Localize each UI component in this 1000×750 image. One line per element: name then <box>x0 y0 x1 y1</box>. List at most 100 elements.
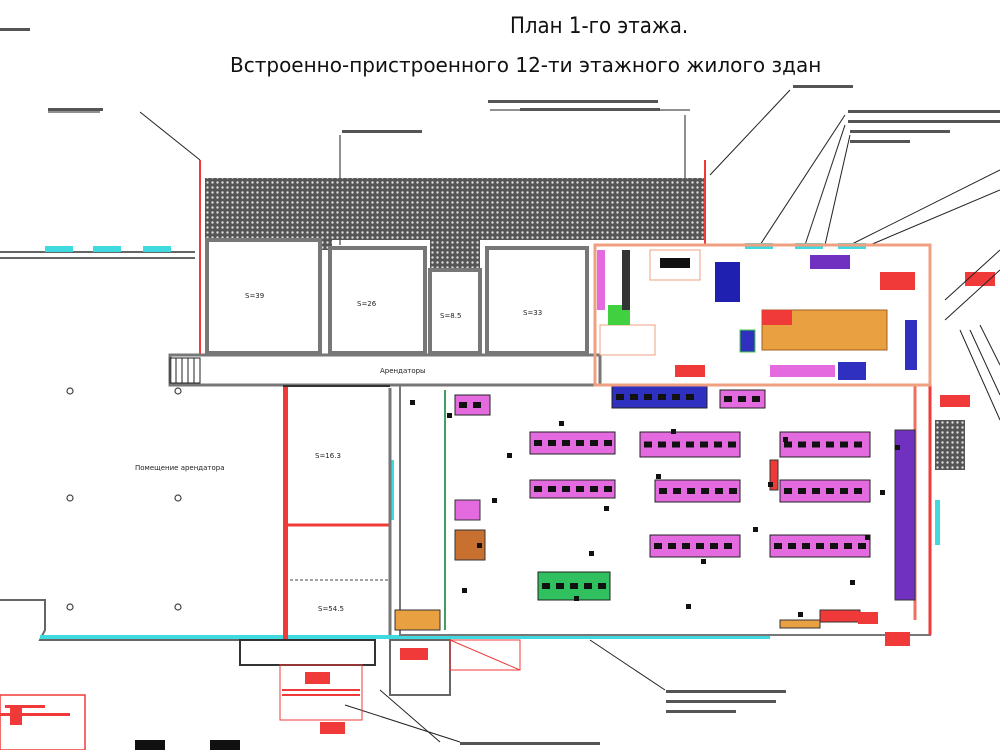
chair <box>812 441 820 448</box>
furniture-item <box>394 609 441 631</box>
corridor-label: Арендаторы <box>380 367 426 375</box>
plan-title: План 1-го этажа. <box>510 14 688 39</box>
entrance-annexes <box>135 612 910 750</box>
desk-group <box>649 534 741 558</box>
tenant-area-label: Помещение арендатора <box>135 464 225 472</box>
chair <box>802 543 810 549</box>
stairs-small <box>169 357 201 384</box>
chair <box>658 394 666 400</box>
chair <box>840 441 848 448</box>
chair <box>686 441 694 448</box>
chair <box>459 402 467 408</box>
chair <box>798 488 806 494</box>
fixture <box>462 588 467 593</box>
room-label: S=16.3 <box>315 452 341 460</box>
red-rooms <box>283 385 392 640</box>
fixture <box>686 604 691 609</box>
top-rooms <box>205 238 589 355</box>
annotation-leaders <box>48 89 1000 743</box>
desk-group <box>529 479 616 499</box>
plan-subtitle: Встроенно-пристроенного 12-ти этажного ж… <box>230 53 821 77</box>
room-label: S=33 <box>523 309 542 317</box>
chair <box>590 486 598 492</box>
chair <box>672 441 680 448</box>
room-label: S=8.5 <box>440 312 461 320</box>
chair <box>654 543 662 549</box>
chair <box>668 543 676 549</box>
fixture <box>492 498 497 503</box>
hatched-wall <box>205 178 705 240</box>
hatched-block <box>430 240 480 270</box>
chair <box>658 441 666 448</box>
fixture <box>753 527 758 532</box>
chair <box>644 394 652 400</box>
chair <box>816 543 824 549</box>
chair <box>687 488 695 494</box>
furniture <box>394 400 916 631</box>
chair <box>854 441 862 448</box>
chair <box>548 440 556 446</box>
desk-groups <box>454 385 871 601</box>
chair <box>798 441 806 448</box>
chair <box>788 543 796 549</box>
chair <box>576 440 584 446</box>
chair <box>598 583 606 589</box>
chair <box>812 488 820 494</box>
chair <box>576 486 584 492</box>
fixture <box>477 543 482 548</box>
chair <box>701 488 709 494</box>
fixture <box>507 453 512 458</box>
fixture <box>895 445 900 450</box>
chair <box>826 441 834 448</box>
chair <box>673 488 681 494</box>
fixture <box>574 596 579 601</box>
chair <box>715 488 723 494</box>
chair <box>672 394 680 400</box>
columns <box>66 387 182 611</box>
chair <box>696 543 704 549</box>
room-label: S=39 <box>245 292 264 300</box>
chair <box>616 394 624 400</box>
fixture <box>865 535 870 540</box>
chair <box>584 583 592 589</box>
chair <box>682 543 690 549</box>
fixture <box>589 551 594 556</box>
fixture <box>783 437 788 442</box>
room-label: S=26 <box>357 300 377 308</box>
chair <box>714 441 722 448</box>
fixture <box>768 482 773 487</box>
chair <box>710 543 718 549</box>
chair <box>534 486 542 492</box>
fixture <box>656 474 661 479</box>
chair <box>826 488 834 494</box>
chair <box>830 543 838 549</box>
furniture-item <box>894 429 916 601</box>
furniture-item <box>779 619 821 629</box>
chair <box>784 441 792 448</box>
staircase <box>935 249 1000 545</box>
chair <box>858 543 866 549</box>
chair <box>473 402 481 408</box>
desk-group <box>529 431 616 455</box>
fixture <box>559 421 564 426</box>
fixture <box>701 559 706 564</box>
chair <box>562 486 570 492</box>
chair <box>728 441 736 448</box>
desk-group <box>779 479 871 503</box>
chair <box>724 396 732 402</box>
fixture <box>798 612 803 617</box>
chair <box>534 440 542 446</box>
fixture <box>604 506 609 511</box>
chair <box>738 396 746 402</box>
desk-group <box>654 479 741 503</box>
chair <box>556 583 564 589</box>
annotation-text-blocks <box>0 28 1000 745</box>
chair <box>784 488 792 494</box>
chair <box>659 488 667 494</box>
service-block <box>593 243 995 387</box>
fixture <box>850 580 855 585</box>
fixture <box>447 413 452 418</box>
chair <box>548 486 556 492</box>
stamp-box <box>0 694 86 750</box>
